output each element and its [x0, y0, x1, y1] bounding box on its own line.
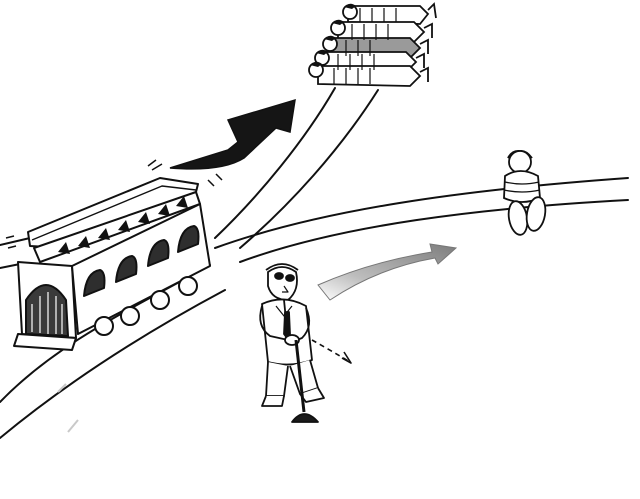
trolley-windows	[83, 225, 200, 297]
single-person	[503, 149, 547, 236]
ground-marks	[57, 383, 79, 433]
upper-branch-rail-outer	[214, 87, 336, 239]
lever-icon	[291, 339, 319, 423]
trolley-icon	[5, 159, 223, 351]
person-icon	[317, 65, 422, 87]
arrow-icon-black	[169, 98, 296, 170]
rear-track-rail-a	[0, 237, 31, 246]
man-at-lever	[259, 263, 352, 423]
rear-track-rail-b	[0, 263, 21, 269]
upper-branch-rail-inner	[239, 89, 379, 249]
trolley-body	[71, 203, 211, 335]
right-branch-rail-upper	[214, 177, 629, 249]
group-of-five-people	[308, 2, 437, 87]
main-track-rail-inner	[0, 289, 226, 439]
head	[267, 266, 298, 301]
right-branch-rail-lower	[239, 199, 629, 263]
person-icon	[337, 21, 426, 43]
arrow-icon-grey	[317, 243, 458, 301]
trolley-wheels	[94, 276, 198, 336]
head	[508, 150, 532, 174]
motion-lines	[5, 159, 223, 249]
